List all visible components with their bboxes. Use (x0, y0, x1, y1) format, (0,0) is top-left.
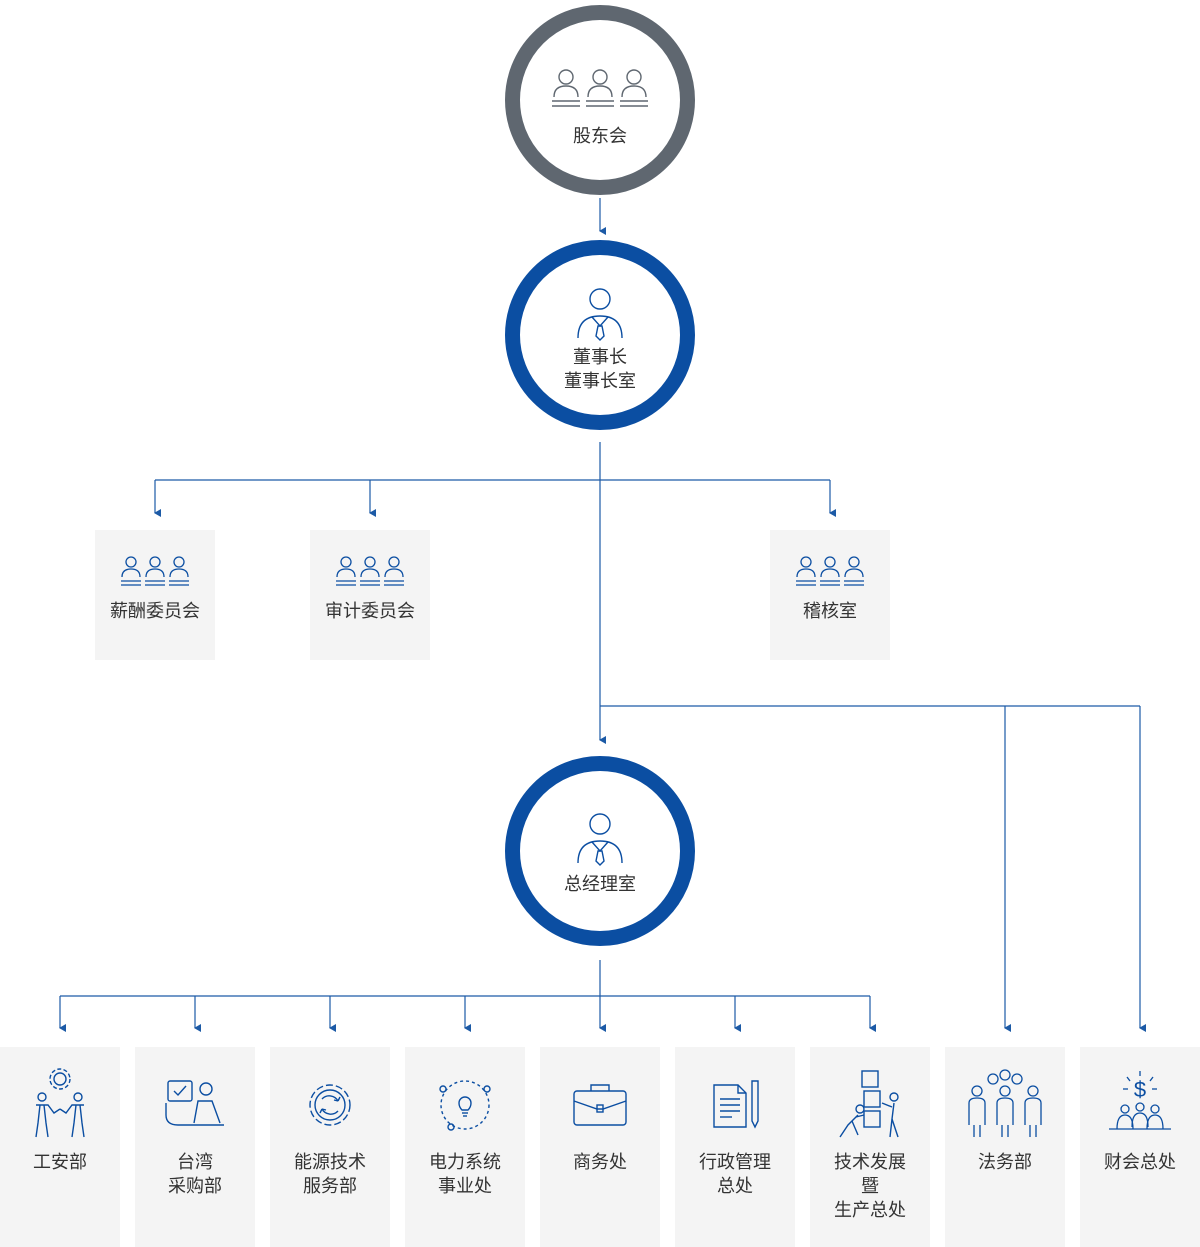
department-label: 法务部 (978, 1152, 1032, 1173)
department-box[interactable]: 行政管理 总处 (675, 1047, 795, 1247)
document-pen-icon (713, 1080, 759, 1129)
committee-label: 薪酬委员会 (110, 601, 200, 622)
department-label: 电力系统 (429, 1152, 501, 1173)
department-box[interactable]: 台湾 采购部 (135, 1047, 255, 1247)
chairman-node: 董事长 董事长室 (505, 240, 695, 430)
briefcase-icon (573, 1084, 627, 1126)
committee-label: 稽核室 (803, 601, 857, 622)
department-box[interactable]: 技术发展 暨 生产总处 (810, 1047, 930, 1247)
svg-text:$: $ (1134, 1077, 1146, 1102)
department-box[interactable]: 法务部 (945, 1047, 1065, 1247)
general-manager-node: 总经理室 (505, 756, 695, 946)
department-label: 商务处 (573, 1152, 627, 1173)
department-box[interactable]: $ 财会总处 (1080, 1047, 1200, 1247)
finance-dollar-icon: $ (1109, 1071, 1171, 1130)
production-workers-icon (839, 1070, 899, 1138)
shareholders-group-icon (552, 69, 648, 107)
department-box[interactable]: 能源技术 服务部 (270, 1047, 390, 1247)
purchasing-desk-icon (165, 1080, 224, 1126)
chairman-title: 董事长 (573, 347, 627, 368)
lightbulb-network-icon (439, 1080, 491, 1131)
department-label: 采购部 (168, 1176, 222, 1197)
department-label: 行政管理 (699, 1152, 771, 1173)
department-label: 技术发展 (834, 1152, 906, 1173)
department-label: 生产总处 (834, 1200, 906, 1221)
committee-box[interactable]: 薪酬委员会 (95, 530, 215, 660)
committee-box[interactable]: 稽核室 (770, 530, 890, 660)
committee-group-icon (121, 556, 189, 586)
department-label: 财会总处 (1104, 1152, 1176, 1173)
department-box[interactable]: 工安部 (0, 1047, 120, 1247)
department-label: 台湾 (177, 1152, 213, 1173)
shareholders-label: 股东会 (573, 126, 627, 147)
energy-cycle-gear-icon (309, 1084, 351, 1126)
executive-person-icon (577, 288, 623, 341)
committee-label: 审计委员会 (325, 601, 415, 622)
executive-person-icon (577, 813, 623, 866)
department-label: 服务部 (303, 1176, 357, 1197)
general-manager-label: 总经理室 (564, 874, 636, 895)
department-label: 事业处 (438, 1176, 492, 1197)
department-label: 能源技术 (294, 1152, 366, 1173)
shareholders-node: 股东会 (505, 5, 695, 195)
safety-gear-people-icon (35, 1068, 85, 1138)
committee-box[interactable]: 审计委员会 (310, 530, 430, 660)
department-label: 工安部 (33, 1152, 87, 1173)
department-label: 暨 (861, 1176, 879, 1197)
department-box[interactable]: 电力系统 事业处 (405, 1047, 525, 1247)
department-label: 总处 (717, 1176, 753, 1197)
department-box[interactable]: 商务处 (540, 1047, 660, 1247)
committee-group-icon (336, 556, 404, 586)
chairman-office: 董事长室 (564, 371, 636, 392)
legal-team-icon (968, 1069, 1042, 1137)
committee-group-icon (796, 556, 864, 586)
